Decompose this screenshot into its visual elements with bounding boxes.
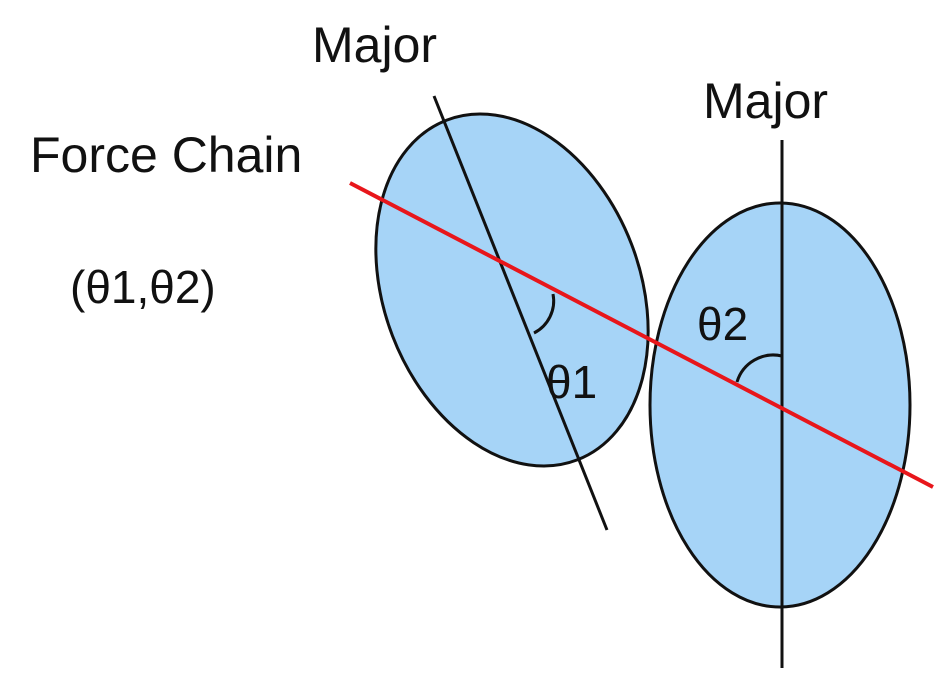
theta1-label: θ1: [546, 356, 597, 408]
theta1-angle-arc: [533, 293, 556, 335]
angle-pair-label: (θ1,θ2): [70, 261, 216, 313]
right-major-label: Major: [703, 73, 828, 129]
left-major-axis: [432, 95, 609, 531]
theta2-angle-arc: [735, 353, 783, 383]
force-chain-line: [349, 181, 934, 489]
left-major-label: Major: [312, 17, 437, 73]
theta2-label: θ2: [697, 298, 748, 350]
force-chain-label: Force Chain: [30, 127, 302, 183]
